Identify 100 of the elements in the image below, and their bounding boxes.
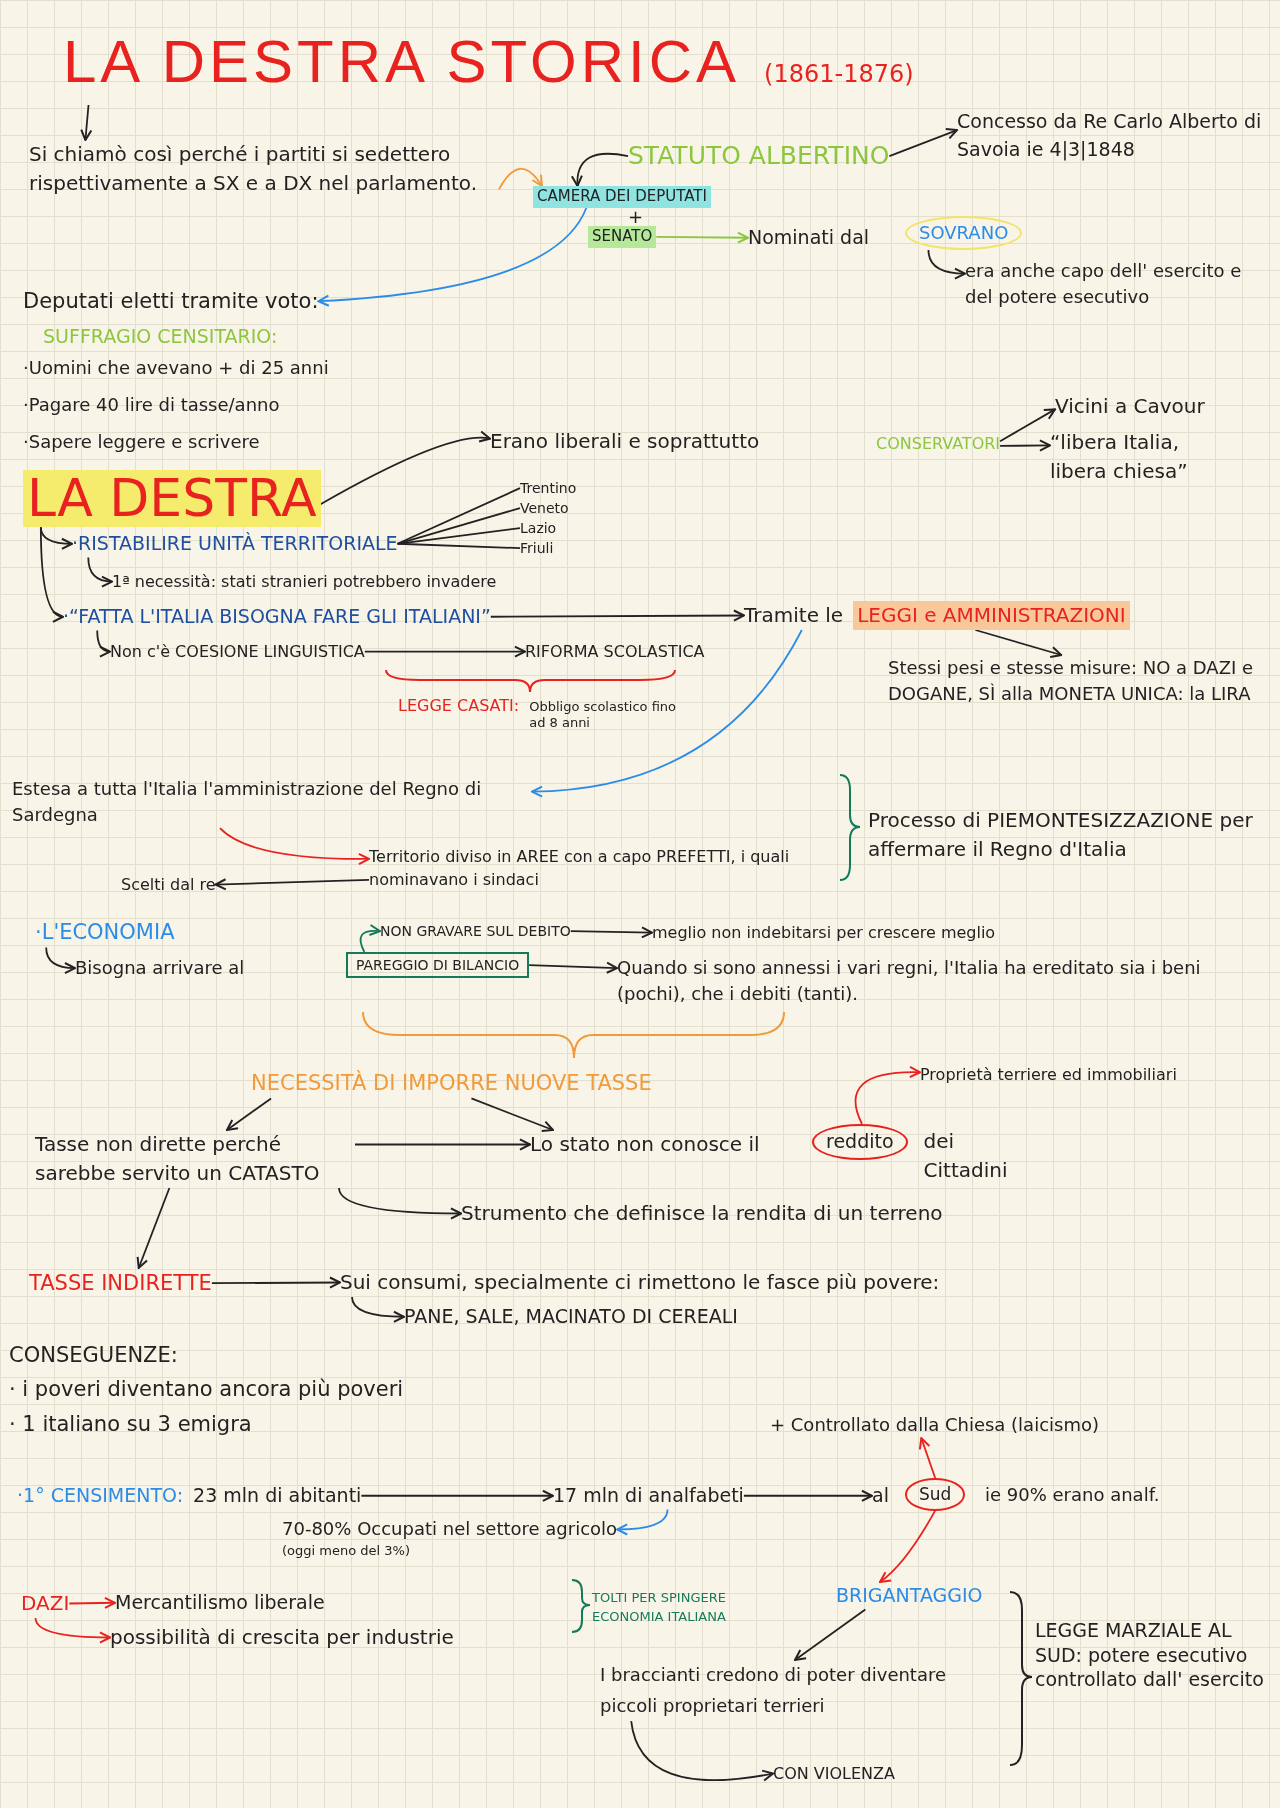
arrow [319,431,491,506]
note-text: Erano liberali e soprattutto [490,427,760,456]
note-text: possibilità di crescita per industrie [110,1623,454,1652]
arrow [363,645,526,658]
note-text: STATUTO ALBERTINO [628,138,890,175]
arrow [630,1720,774,1782]
title-heading: LA DESTRA STORICA [63,27,741,97]
arrow [999,408,1056,443]
note-text: PANE, SALE, MACINATO DI CEREALI [404,1303,738,1331]
note-text: Vicini a Cavour [1055,392,1205,421]
highlighted-heading: LA DESTRA [23,470,321,528]
note-text: · i poveri diventano ancora più poveri [9,1376,404,1403]
note-text: DAZI [21,1589,70,1618]
arrow [498,167,543,191]
arrow [888,127,958,158]
note-text: ·1° CENSIMENTO: [17,1483,184,1508]
arrow [359,924,381,953]
arrow [214,878,370,891]
note-text: RIFORMA SCOLASTICA [525,640,705,664]
note-text: Tasse non dirette perché sarebbe servito un CATASTO [35,1130,355,1188]
note-text: ·RISTABILIRE UNITÀ TERRITORIALE [72,530,398,558]
note-text: LEGGE MARZIALE AL SUD: potere esecutivo controllato dall' esercito [1035,1618,1265,1693]
note-text: CONSERVATORI [876,432,1001,456]
boxed-term: PAREGGIO DI BILANCIO [346,952,530,979]
arrow [338,1187,462,1220]
note-text: + Controllato dalla Chiesa (laicismo) [770,1412,1099,1439]
note-text: BRIGANTAGGIO [836,1582,983,1610]
note-text: Nominati dal [748,224,870,252]
note-text: ·Sapere leggere e scrivere [23,430,260,454]
arrow [68,1596,116,1609]
arrow [571,152,629,187]
note-text: Tramite le [744,602,844,629]
note-text: NON GRAVARE SUL DEBITO [380,921,571,942]
arrow [616,1508,669,1536]
arrow [918,1437,937,1479]
connector-line [396,487,521,545]
side-note: (1861-1876) [764,59,914,90]
arrow [317,206,588,307]
circled-term: Sud [905,1478,966,1511]
arrow [489,609,745,622]
note-text: al [872,1482,889,1510]
note-text: ·Pagare 40 lire di tasse/anno [23,393,280,417]
note-text: Territorio diviso in AREE con a capo PREFETTI, i quali nominavano i sindaci [369,845,839,892]
note-text: Non c'è COESIONE LINGUISTICA [110,640,365,664]
arrow [655,231,749,244]
connector-line [396,542,521,550]
note-text: SUFFRAGIO CENSITARIO: [43,324,278,349]
arrow [569,926,653,939]
connector-line [396,507,521,545]
note-text: Deputati eletti tramite voto: [23,286,319,317]
note-text: Quando si sono annessi i vari regni, l'Italia ha ereditato sia i beni (pochi), che i debiti (tanti). [617,955,1267,1008]
arrow [219,827,370,865]
note-text: LEGGE CASATI: [398,695,520,717]
note-text: ·Uomini che avevano + di 25 anni [23,356,329,380]
note-text: Sui consumi, specialmente ci rimettono le fasce più povere: [340,1268,940,1297]
note-text: Mercantilismo liberale [115,1589,325,1617]
circled-term: SOVRANO [905,216,1023,251]
arrow [34,1617,111,1644]
note-text: 23 mln di abitanti [193,1483,362,1508]
arrow [45,946,76,974]
note-text: NECESSITÀ DI IMPORRE NUOVE TASSE [251,1068,652,1099]
arrow [854,1066,921,1125]
note-text: I braccianti credono di poter diventare piccoli proprietari terrieri [600,1660,990,1722]
note-text: era anche capo dell' esercito e del potere esecutivo [965,258,1265,311]
note-text: ·L'ECONOMIA [35,917,175,948]
note-text: 1ª necessità: stati stranieri potrebbero invadere [112,570,497,594]
arrow [39,526,64,621]
note-text: “libera Italia, libera chiesa” [1050,428,1225,486]
note-text: Strumento che definisce la rendita di un terreno [461,1199,943,1228]
arrow [743,1489,873,1502]
note-text: Processo di PIEMONTESIZZAZIONE per affermare il Regno d'Italia [868,807,1254,863]
note-text: Estesa a tutta l'Italia l'amministrazione del Regno di Sardegna [12,776,532,829]
region-name: Friuli [520,538,554,559]
side-note: (oggi meno del 3%) [282,1542,410,1561]
arrow [470,1097,554,1133]
note-text: Obbligo scolastico fino ad 8 anni [529,699,678,731]
arrow [974,629,1063,659]
arrow [226,1097,272,1131]
note-text: · 1 italiano su 3 emigra [9,1411,252,1438]
note-text: 70-80% Occupati nel settore agricolo [282,1517,618,1541]
note-text: Concesso da Re Carlo Alberto di Savoia ie 4|3|1848 [957,108,1272,164]
arrow [878,1509,937,1583]
arrow [927,249,966,280]
note-text: LEGGI e AMMINISTRAZIONI [853,601,1130,630]
arrow [80,104,93,141]
note-text: Stessi pesi e stesse misure: NO a DAZI e DOGANE, SÌ alla MONETA UNICA: la LIRA [888,655,1273,708]
note-text: Si chiamò così perché i partiti si sedettero rispettivamente a SX e a DX nel parlamento. [29,140,499,198]
arrow [794,1608,867,1661]
region-name: Trentino [520,478,577,499]
region-name: Lazio [520,518,557,539]
arrow [351,1296,405,1323]
arrow [528,961,618,974]
arrow [354,1138,531,1151]
region-name: Veneto [520,498,569,519]
note-text: CONSEGUENZE: [9,1342,178,1369]
note-text: ie 90% erano analf. [985,1483,1160,1507]
note-text: meglio non indebitarsi per crescere meglio [652,921,996,945]
note-text: Lo stato non conosce il [530,1130,760,1159]
highlighted-term: CAMERA DEI DEPUTATI [533,186,711,208]
arrow [87,556,113,588]
